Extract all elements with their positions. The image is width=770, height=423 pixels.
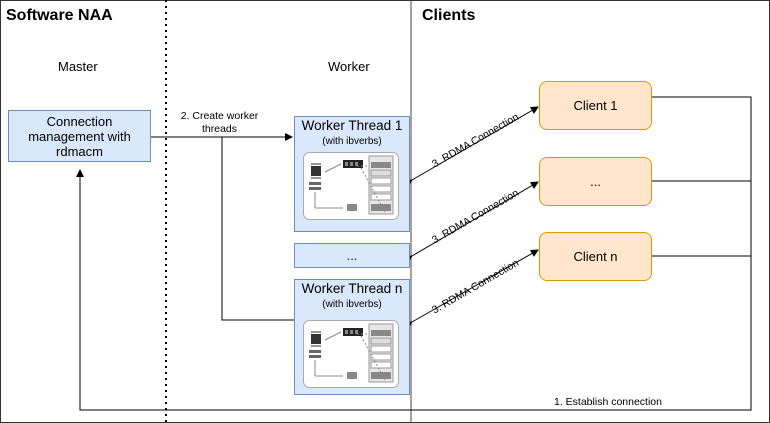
column-title-master: Master [58, 59, 98, 74]
client-ellipsis-label: ... [590, 174, 601, 189]
client-n-box[interactable]: Client n [539, 232, 652, 281]
client-n-label: Client n [573, 249, 618, 264]
hw-graphic-icon [303, 320, 399, 388]
rdma-arrow-2 [403, 181, 539, 263]
worker-thread-n-subtitle: (with ibverbs) [322, 299, 382, 310]
worker-thread-1-subtitle: (with ibverbs) [322, 136, 382, 147]
cpu-chip-icon [311, 334, 321, 344]
tss-block-icon [347, 372, 357, 379]
cpu-chip-icon [311, 166, 321, 176]
worker-thread-ellipsis-box[interactable]: ... [294, 243, 410, 268]
worker-thread-n-title: Worker Thread n [301, 281, 403, 296]
client-1-box[interactable]: Client 1 [539, 81, 652, 130]
connection-management-label: Connection management with rdmacm [28, 113, 131, 159]
create-workers-label: 2. Create worker threads [172, 110, 267, 136]
worker-thread-ellipsis-label: ... [346, 248, 358, 263]
worker-thread-n-hw-card [303, 320, 399, 388]
worker-thread-1-title: Worker Thread 1 [301, 118, 403, 133]
hw-graphic-icon [303, 152, 399, 220]
worker-thread-1-hw-card [303, 152, 399, 220]
column-title-worker: Worker [328, 59, 370, 74]
tss-block-icon [347, 204, 357, 211]
connection-management-box[interactable]: Connection management with rdmacm [8, 110, 151, 162]
panel-title-right: Clients [422, 7, 476, 24]
create-workers-branch [221, 137, 294, 321]
client-1-label: Client 1 [573, 98, 618, 113]
establish-connection-label: 1. Establish connection [552, 396, 664, 409]
rdma-arrow-3 [403, 249, 539, 329]
panel-title-left: Software NAA [6, 7, 113, 24]
client-ellipsis-box[interactable]: ... [539, 157, 652, 206]
rdma-arrow-1 [403, 106, 539, 187]
establish-connection-path [76, 96, 752, 411]
